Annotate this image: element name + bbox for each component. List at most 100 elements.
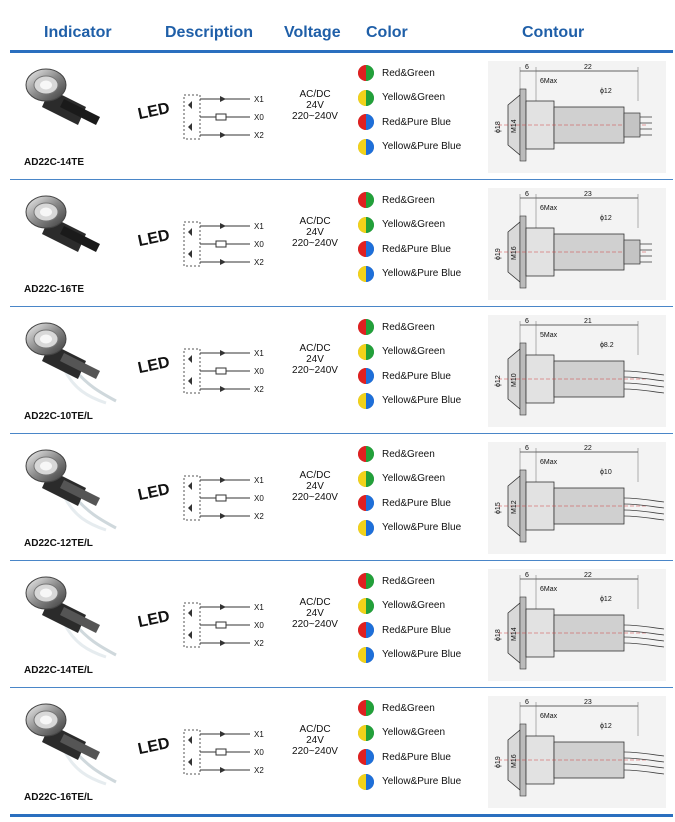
dimension-thread: M16 bbox=[511, 754, 518, 768]
color-swatch-icon bbox=[358, 319, 374, 336]
color-swatch-icon bbox=[358, 138, 374, 155]
model-number: AD22C-10TE/L bbox=[24, 411, 93, 422]
voltage-line: 24V bbox=[306, 227, 324, 238]
color-option-label: Red&Green bbox=[382, 321, 435, 333]
header-divider bbox=[10, 50, 673, 53]
dimension-body: ϕ10 bbox=[600, 469, 612, 476]
model-number: AD22C-12TE/L bbox=[24, 538, 93, 549]
terminal-label: X2 bbox=[254, 131, 264, 140]
dimension-face: ϕ19 bbox=[495, 756, 502, 768]
terminal-label: X1 bbox=[254, 349, 264, 358]
color-swatch-icon bbox=[358, 392, 374, 409]
color-swatch-icon bbox=[358, 700, 374, 717]
led-label: LED bbox=[136, 480, 172, 505]
color-option-label: Yellow&Pure Blue bbox=[382, 649, 462, 661]
dimension-flange: 6 bbox=[525, 572, 529, 579]
dimension-length: 23 bbox=[584, 191, 592, 198]
dimension-flange: 6 bbox=[525, 64, 529, 71]
voltage-line: 220~240V bbox=[292, 746, 338, 757]
color-option: Yellow&Green bbox=[358, 594, 488, 619]
color-swatch-icon bbox=[358, 65, 374, 82]
voltage-line: AC/DC bbox=[299, 724, 331, 735]
color-swatch-icon bbox=[358, 89, 374, 106]
voltage-line: 24V bbox=[306, 481, 324, 492]
color-option-label: Yellow&Green bbox=[382, 346, 446, 358]
terminal-label: X2 bbox=[254, 258, 264, 267]
color-option: Red&Green bbox=[358, 696, 488, 721]
color-option-label: Yellow&Green bbox=[382, 600, 446, 612]
dimension-body: ϕ12 bbox=[600, 215, 612, 222]
led-label: LED bbox=[136, 734, 172, 759]
dimension-flange: 6 bbox=[525, 191, 529, 198]
terminal-label: X1 bbox=[254, 730, 264, 739]
dimension-thread: M14 bbox=[511, 119, 518, 133]
color-swatch-icon bbox=[358, 192, 374, 209]
color-option-label: Red&Pure Blue bbox=[382, 243, 451, 255]
color-swatch-icon bbox=[358, 446, 374, 463]
indicator-lamp-image bbox=[25, 576, 117, 659]
voltage-line: AC/DC bbox=[299, 597, 331, 608]
color-option-label: Red&Green bbox=[382, 448, 435, 460]
terminal-label: X2 bbox=[254, 639, 264, 648]
dimension-face: ϕ18 bbox=[495, 629, 502, 641]
color-option: Red&Pure Blue bbox=[358, 618, 488, 643]
led-label: LED bbox=[136, 226, 172, 251]
color-option: Yellow&Pure Blue bbox=[358, 262, 488, 287]
terminal-label: X0 bbox=[254, 367, 264, 376]
header-contour: Contour bbox=[522, 24, 585, 41]
color-option-label: Red&Pure Blue bbox=[382, 370, 451, 382]
header-voltage: Voltage bbox=[284, 24, 341, 41]
dimension-length: 23 bbox=[584, 699, 592, 706]
dimension-length: 22 bbox=[584, 572, 592, 579]
indicator-lamp-image bbox=[25, 68, 100, 125]
terminal-label: X1 bbox=[254, 222, 264, 231]
dimension-max: 6Max bbox=[540, 459, 558, 466]
color-option-label: Yellow&Pure Blue bbox=[382, 268, 462, 280]
indicator-lamp-image bbox=[25, 703, 117, 786]
color-swatch-icon bbox=[358, 343, 374, 360]
color-option: Red&Pure Blue bbox=[358, 745, 488, 770]
model-number: AD22C-14TE bbox=[24, 157, 85, 168]
color-option-label: Yellow&Green bbox=[382, 473, 446, 485]
header-indicator: Indicator bbox=[44, 24, 112, 41]
model-number: AD22C-16TE/L bbox=[24, 792, 93, 803]
dimension-body: ϕ12 bbox=[600, 596, 612, 603]
terminal-label: X2 bbox=[254, 385, 264, 394]
voltage-line: 220~240V bbox=[292, 492, 338, 503]
dimension-max: 5Max bbox=[540, 332, 558, 339]
voltage-line: AC/DC bbox=[299, 89, 331, 100]
color-swatch-icon bbox=[358, 470, 374, 487]
indicator-lamp-image bbox=[25, 195, 100, 252]
dimension-thread: M12 bbox=[511, 500, 518, 514]
terminal-label: X1 bbox=[254, 476, 264, 485]
dimension-flange: 6 bbox=[525, 445, 529, 452]
led-label: LED bbox=[136, 607, 172, 632]
color-option-label: Red&Pure Blue bbox=[382, 751, 451, 763]
voltage-line: 24V bbox=[306, 354, 324, 365]
footer-divider bbox=[10, 814, 673, 817]
dimension-body: ϕ8.2 bbox=[600, 342, 614, 349]
dimension-face: ϕ18 bbox=[495, 121, 502, 133]
color-option: Red&Green bbox=[358, 569, 488, 594]
model-number: AD22C-16TE bbox=[24, 284, 85, 295]
color-swatch-icon bbox=[358, 749, 374, 766]
dimension-thread: M10 bbox=[511, 373, 518, 387]
color-option: Red&Green bbox=[358, 188, 488, 213]
